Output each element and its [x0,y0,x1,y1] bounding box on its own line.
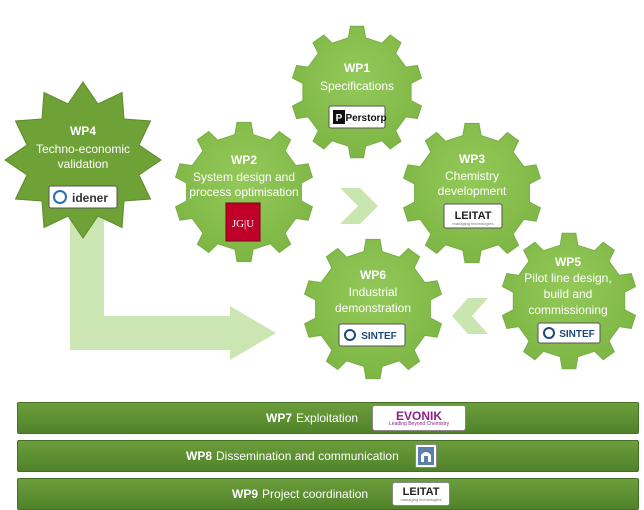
wp4-star [4,81,162,239]
wp6-line-2: demonstration [335,301,411,315]
sintef-logo-wp6: SINTEF [338,323,406,347]
evonik-logo: EVONIK Leading Beyond Chemistry [372,405,467,431]
bar-wp8: WP8 Dissemination and communication [17,440,639,472]
bar-wp7-text: Exploitation [296,411,359,425]
wp1-title: WP1 [344,61,370,75]
wp1-gear [291,25,423,159]
leitat-logo-wp3: LEITAT managing technologies [443,203,503,229]
wp4-title: WP4 [70,124,96,138]
svg-text:managing technologies: managing technologies [452,221,493,226]
wp6-line-1: Industrial [349,285,398,299]
svg-text:JG|U: JG|U [232,218,254,230]
bar-wp9-text: Project coordination [262,487,369,501]
wp2-gear [174,121,314,263]
wp5-line-2: build and [544,287,593,301]
wp3-gear [402,122,542,264]
perstorp-logo: P Perstorp [328,105,387,129]
svg-text:SINTEF: SINTEF [361,331,397,342]
wp5-gear [501,232,637,370]
wp5-line-3: commissioning [528,303,607,317]
wp3-line-2: development [438,184,507,198]
chevron-wp5-to-wp6 [452,298,488,334]
bar-wp8-code: WP8 [186,449,213,463]
bar-wp9: WP9 Project coordination LEITAT managing… [17,478,639,510]
wp2-line-2: process optimisation [189,185,298,199]
svg-text:idener: idener [72,191,108,205]
wp1-line-1: Specifications [320,79,394,93]
wp6-title: WP6 [360,268,386,282]
svg-text:LEITAT: LEITAT [455,210,492,222]
wp5-line-1: Pilot line design, [524,271,611,285]
bar-wp9-code: WP9 [232,487,259,501]
bar-wp7-code: WP7 [266,411,293,425]
wp3-line-1: Chemistry [445,169,499,183]
sintef-logo-wp5: SINTEF [537,322,601,344]
wp3-title: WP3 [459,152,485,166]
bar-wp7: WP7 Exploitation EVONIK Leading Beyond C… [17,402,639,434]
leitat-logo-wp9: LEITAT managing technologies [392,482,451,506]
wp4-line-1: Techno-economic [36,142,130,156]
university-seal-icon [414,444,437,468]
wp5-title: WP5 [555,255,581,269]
jgu-logo: JG|U [225,202,261,242]
idener-logo: idener [48,185,118,209]
bar-wp8-text: Dissemination and communication [216,449,399,463]
svg-text:SINTEF: SINTEF [559,329,595,340]
wp2-title: WP2 [231,153,257,167]
wp4-line-2: validation [58,157,109,171]
svg-text:Perstorp: Perstorp [345,113,386,124]
chevron-wp2-to-wp3 [340,188,378,224]
svg-text:P: P [336,113,343,124]
wp2-line-1: System design and [193,170,295,184]
